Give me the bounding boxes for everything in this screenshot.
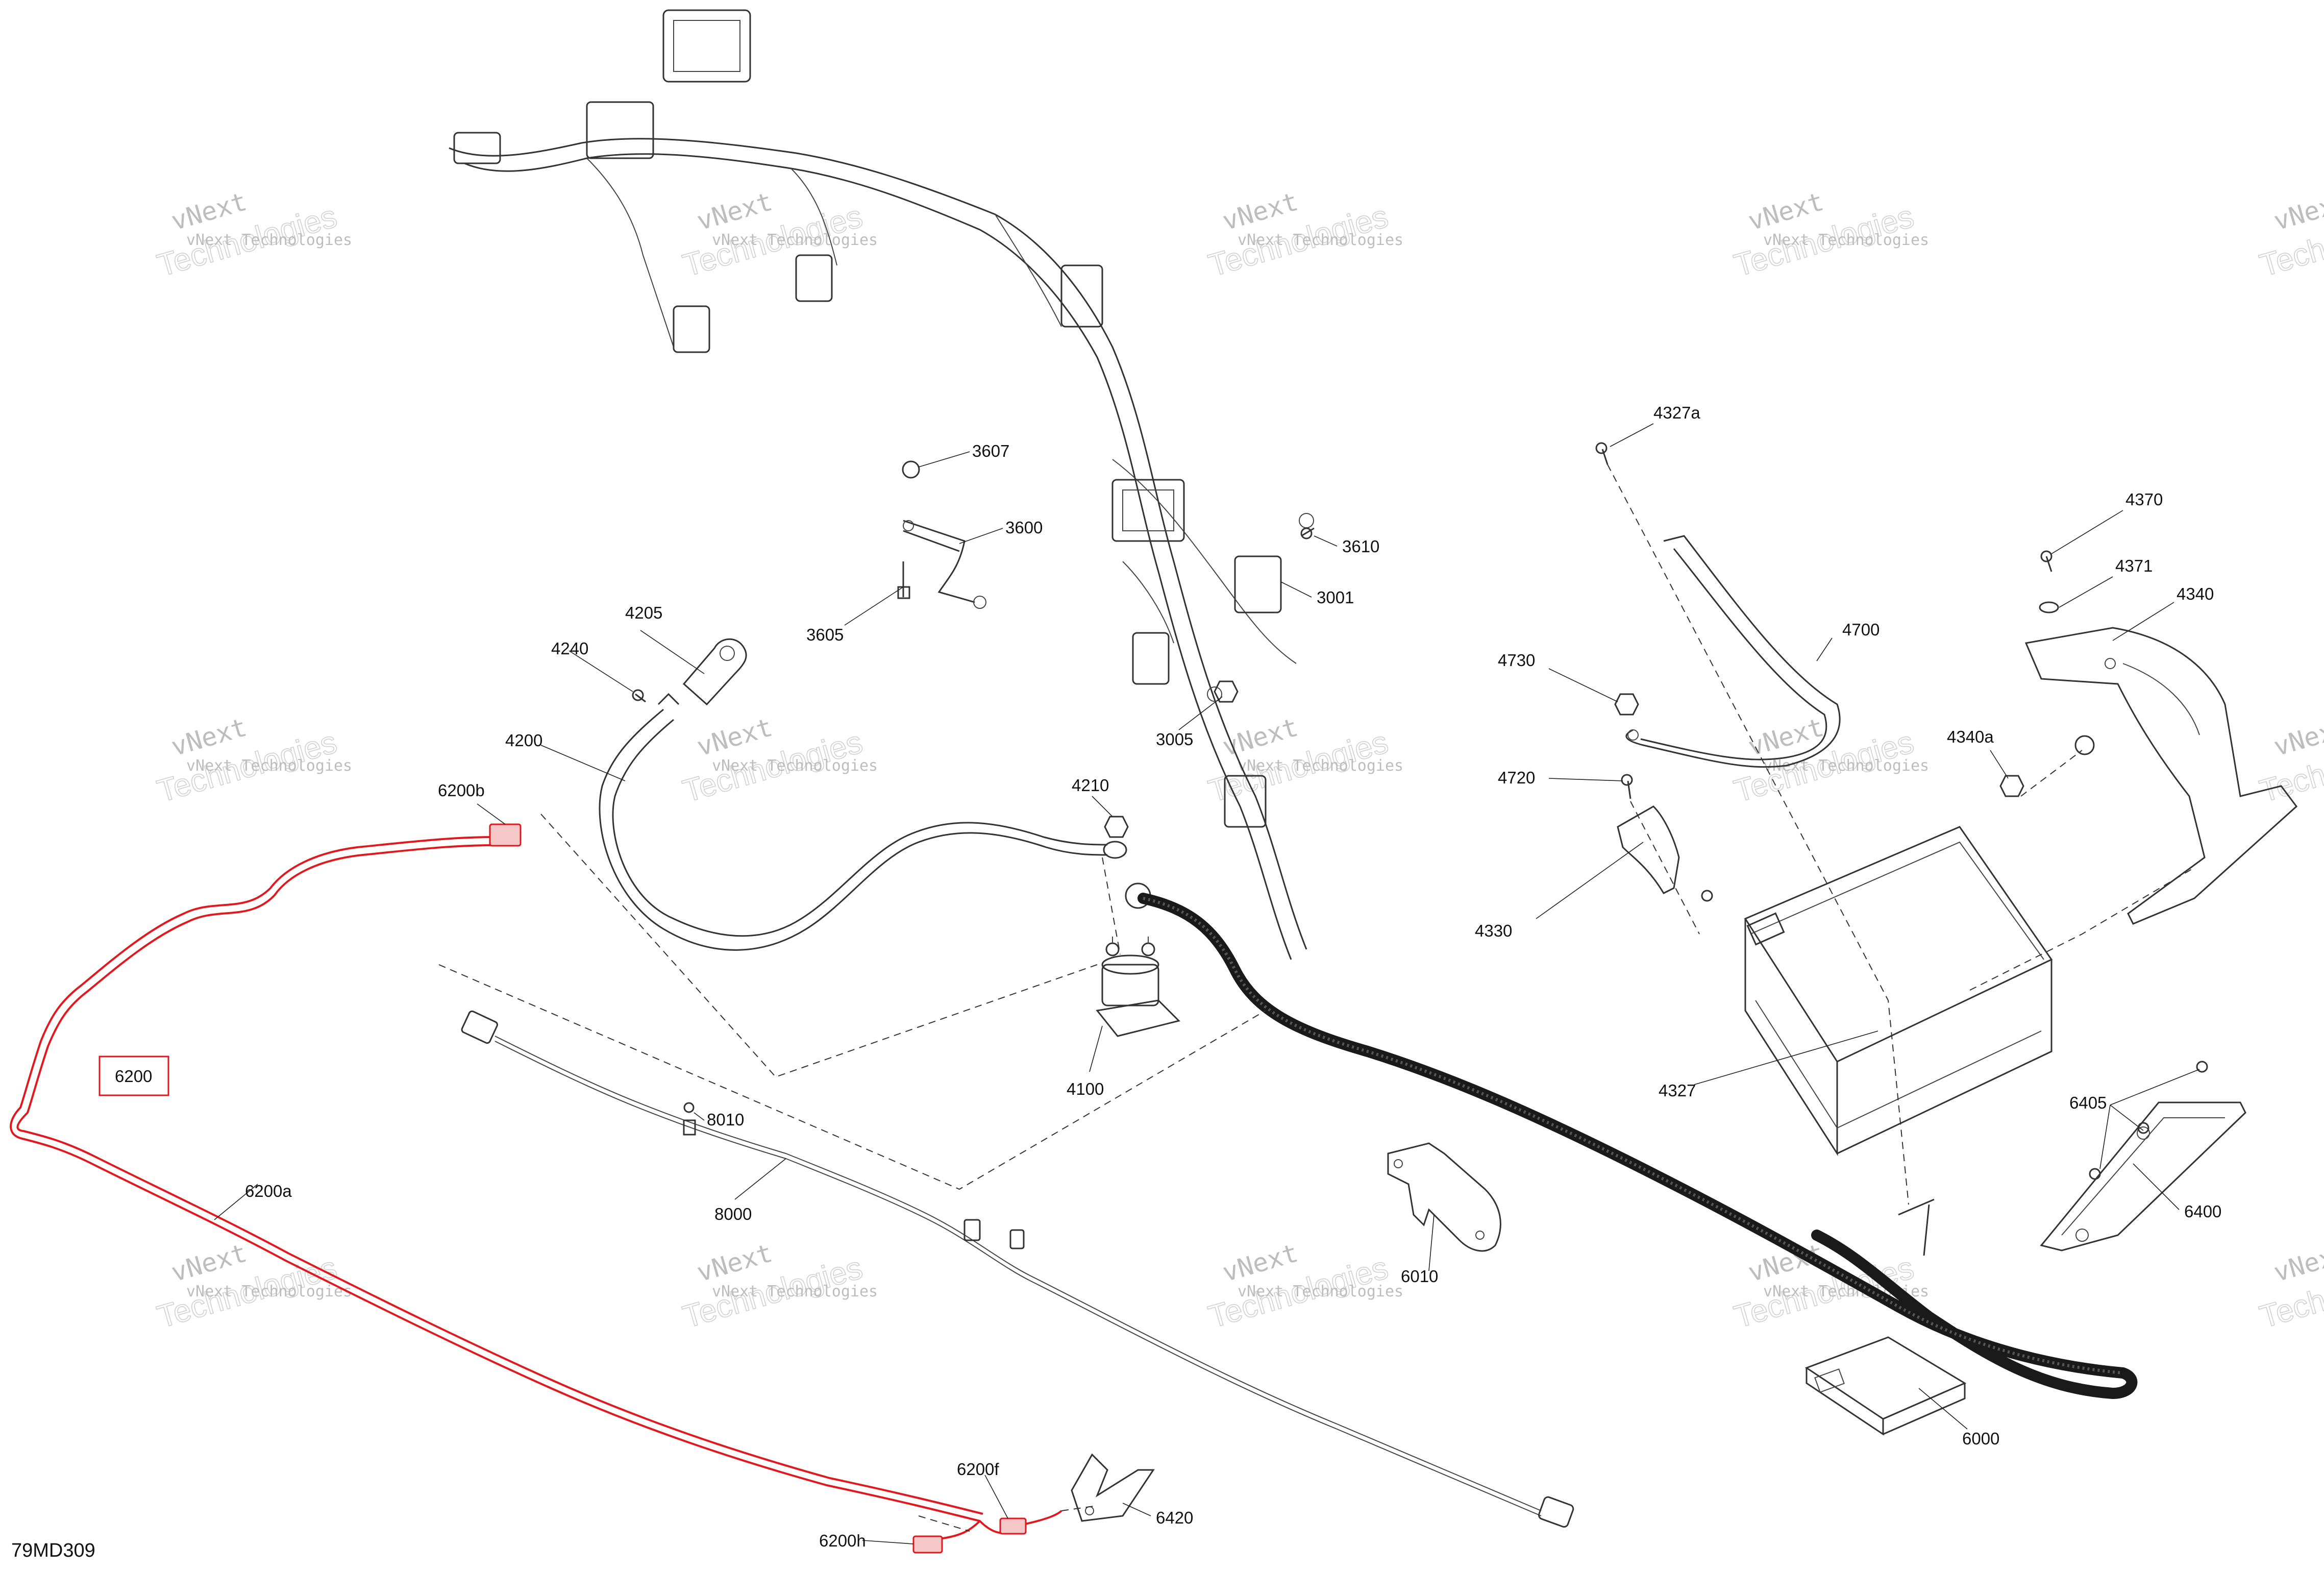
callout-6010: 6010 [1401, 1267, 1438, 1286]
callout-6000: 6000 [1962, 1429, 1999, 1448]
callout-labels: 3607 3600 3605 3610 3001 3005 4205 4240 … [245, 403, 2221, 1550]
assembly-label: 6200 [115, 1067, 152, 1086]
leader-lines [214, 423, 2200, 1544]
callout-8000: 8000 [714, 1205, 752, 1223]
callout-3005: 3005 [1156, 730, 1193, 749]
connector-6200f[interactable] [999, 1517, 1027, 1535]
ground-strap-3600[interactable] [897, 460, 986, 609]
callout-4700: 4700 [1842, 620, 1880, 639]
callout-4340: 4340 [2177, 584, 2214, 603]
callout-4240: 4240 [551, 639, 588, 658]
svg-text:vNext: vNext [2270, 713, 2324, 762]
watermark: vNext Technologies [1204, 187, 1393, 284]
screw-4240[interactable] [632, 689, 646, 703]
nut-4340a[interactable] [1999, 775, 2024, 797]
callout-4371: 4371 [2115, 556, 2153, 575]
bolt-4370[interactable] [2040, 550, 2053, 572]
watermark: vNext Technologies [679, 713, 867, 810]
solenoid-4100[interactable] [1096, 882, 1180, 1037]
callout-4330: 4330 [1475, 921, 1512, 940]
bracket-6010[interactable] [1387, 1142, 1501, 1252]
connector-6200h[interactable] [912, 1535, 943, 1554]
callout-4205: 4205 [625, 603, 662, 622]
callout-4720: 4720 [1498, 768, 1535, 787]
battery-4327[interactable] [1744, 826, 2053, 1157]
washer-4371[interactable] [2039, 601, 2059, 613]
diagram-code: 79MD309 [11, 1540, 95, 1561]
connector-6200b[interactable] [489, 823, 522, 847]
bracket-4340[interactable] [2024, 627, 2298, 925]
watermark-text: vNext Technologies [1763, 231, 1929, 249]
callout-8010: 8010 [707, 1110, 744, 1129]
nut-4730[interactable] [1614, 693, 1639, 716]
callout-3600: 3600 [1005, 518, 1043, 537]
main-wiring-harness[interactable] [449, 9, 1314, 960]
dashed-reference-lines [438, 464, 2195, 1532]
watermark: vNext Technologies [1204, 1238, 1393, 1336]
callout-4370: 4370 [2125, 490, 2163, 509]
callout-4100: 4100 [1067, 1079, 1104, 1098]
watermark: vNext Technologies [153, 1238, 341, 1336]
screw-4330-side[interactable] [1701, 890, 1713, 902]
hold-down-strap-4700[interactable] [1625, 535, 1841, 768]
callout-6200b: 6200b [438, 781, 485, 800]
callout-6200f: 6200f [957, 1460, 999, 1479]
callout-6405: 6405 [2069, 1093, 2107, 1112]
watermark-text: vNext Technologies [1238, 1283, 1403, 1300]
callout-3605: 3605 [806, 625, 844, 644]
watermark: vNext Technologies [2256, 187, 2324, 284]
watermark-text: vNext Technologies [1763, 757, 1929, 775]
watermark: vNext Technologies [679, 187, 867, 284]
callout-6200h: 6200h [819, 1531, 866, 1550]
watermark-text: vNext Technologies [1238, 757, 1403, 775]
bolt-4720[interactable] [1621, 774, 1633, 799]
svg-text:vNext: vNext [2270, 1238, 2324, 1288]
fastener-3610[interactable] [1300, 527, 1315, 539]
watermark: vNext Technologies [1730, 713, 1918, 810]
watermark-text: vNext Technologies [186, 757, 352, 775]
terminal-cover-4330[interactable] [1617, 805, 1680, 894]
callout-6420: 6420 [1156, 1508, 1193, 1527]
callout-3607: 3607 [972, 441, 1009, 460]
watermark-text: vNext Technologies [186, 1283, 352, 1300]
callout-4200: 4200 [505, 731, 542, 750]
watermark: vNext Technologies [679, 1238, 867, 1336]
nut-4210[interactable] [1104, 816, 1129, 838]
watermark: vNext Technologies [1730, 187, 1918, 284]
watermark-text: vNext Technologies [712, 231, 878, 249]
watermark: vNext Technologies [153, 713, 341, 810]
callout-6200a: 6200a [245, 1182, 292, 1200]
watermark-text: vNext Technologies [186, 231, 352, 249]
battery-cable-4200[interactable] [599, 693, 1127, 951]
bolt-4327a[interactable] [1595, 442, 1609, 465]
screws-6405[interactable] [2089, 1061, 2208, 1180]
watermark-text: vNext Technologies [712, 757, 878, 775]
callout-6400: 6400 [2184, 1202, 2221, 1221]
watermark-text: vNext Technologies [1238, 231, 1403, 249]
module-6000[interactable] [1804, 1336, 1967, 1436]
nut-3005[interactable] [1214, 680, 1239, 703]
bracket-6400[interactable] [2040, 1101, 2246, 1251]
callout-4327a: 4327a [1653, 403, 1700, 422]
watermark: vNext Technologies [153, 187, 341, 284]
fastener-8010[interactable] [683, 1102, 695, 1113]
harness-8000[interactable] [461, 1010, 1574, 1528]
assembly-label-box: 6200 [98, 1055, 169, 1096]
callout-4210: 4210 [1072, 776, 1109, 795]
callout-4327: 4327 [1659, 1081, 1696, 1100]
svg-text:vNext: vNext [2270, 187, 2324, 236]
callout-3610: 3610 [1342, 537, 1379, 556]
watermark-text: vNext Technologies [712, 1283, 878, 1300]
terminal-cover-4205[interactable] [682, 638, 747, 706]
highlighted-harness-6200[interactable] [10, 823, 1062, 1554]
callout-4730: 4730 [1498, 651, 1535, 670]
callout-4340a: 4340a [1947, 727, 1994, 746]
callout-3001: 3001 [1317, 588, 1354, 607]
corrugated-cable[interactable] [1138, 893, 2138, 1400]
watermark: vNext Technologies [2256, 1238, 2324, 1336]
